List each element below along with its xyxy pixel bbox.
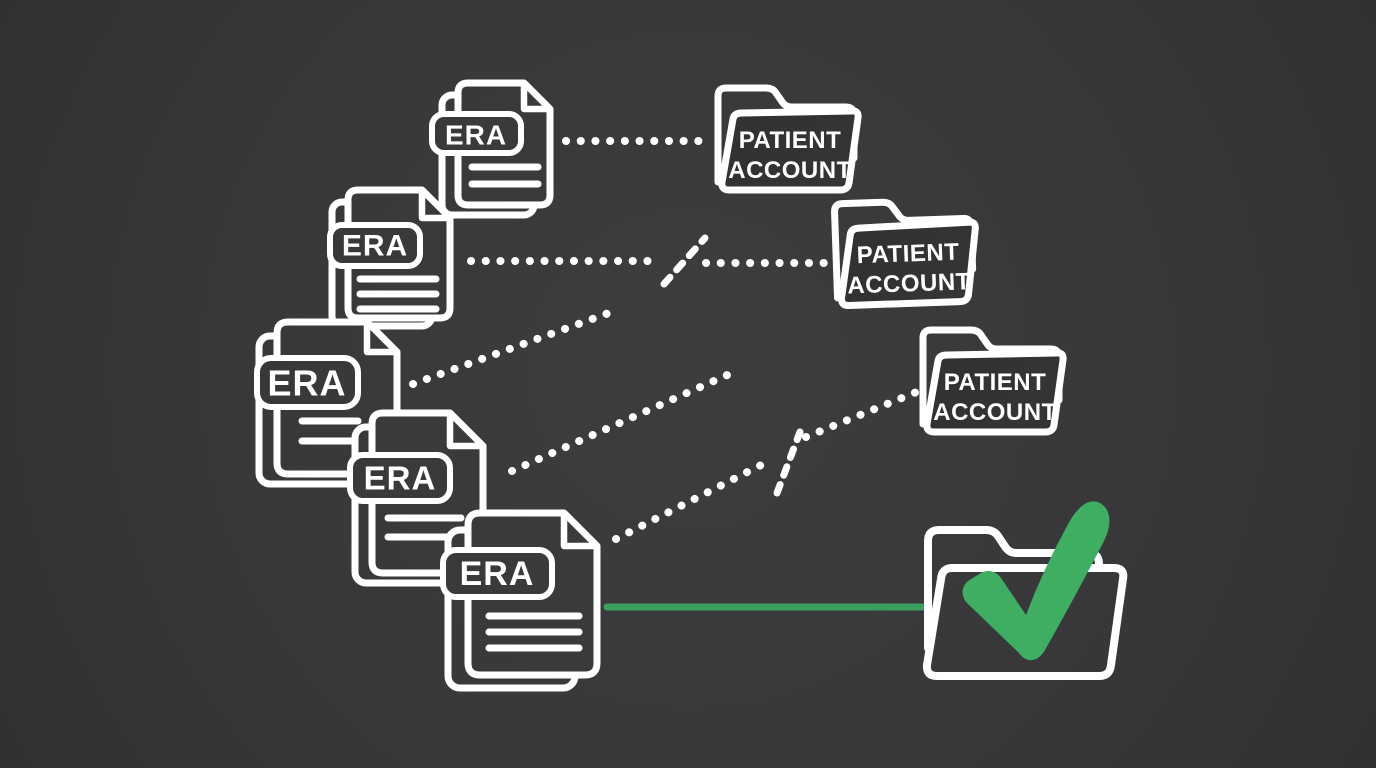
folder-label-line2: ACCOUNT [847, 268, 971, 299]
folder-label-line1: PATIENT [739, 127, 842, 154]
folder-label-line1: PATIENT [944, 369, 1047, 396]
document-fold-corner [520, 79, 554, 113]
document-text-lines [468, 163, 542, 188]
connector-era5-folder3-left [612, 457, 773, 543]
era-document-2: ERA [327, 186, 454, 330]
era-badge [429, 111, 524, 156]
era-badge [254, 355, 361, 410]
era-badge [440, 547, 555, 600]
patient-account-folder-1: PATIENT ACCOUNT [718, 88, 858, 190]
era-badge-label: ERA [460, 555, 535, 593]
era-badge [347, 452, 453, 504]
document-text-lines [485, 612, 583, 652]
era-badge-label: ERA [342, 230, 408, 263]
document-fold-corner [418, 186, 454, 222]
document-text-lines [298, 417, 362, 445]
document-fold-corner [560, 509, 601, 550]
document-fold-corner [363, 318, 401, 356]
connector-era4-folder2 [508, 368, 738, 475]
line-crossing-mark-1 [660, 234, 709, 288]
folder-label-line2: ACCOUNT [728, 157, 852, 184]
patient-account-folder-2: PATIENT ACCOUNT [834, 199, 978, 306]
connector-era5-folder3-right [802, 387, 923, 441]
matched-folder [922, 501, 1128, 680]
green-checkmark-icon [962, 501, 1110, 661]
line-crossing-mark-2 [773, 428, 804, 497]
era-badge [327, 222, 423, 269]
folder-label-line1: PATIENT [856, 239, 959, 270]
patient-account-folder-3: PATIENT ACCOUNT [923, 330, 1063, 432]
document-fold-corner [446, 409, 487, 450]
era-badge-label: ERA [267, 363, 346, 404]
era-document-5: ERA [440, 509, 601, 692]
folder-label-line2: ACCOUNT [933, 399, 1057, 426]
era-document-1: ERA [429, 79, 554, 219]
document-text-lines [356, 275, 440, 313]
era-badge-label: ERA [445, 120, 507, 151]
era-badge-label: ERA [364, 460, 437, 497]
